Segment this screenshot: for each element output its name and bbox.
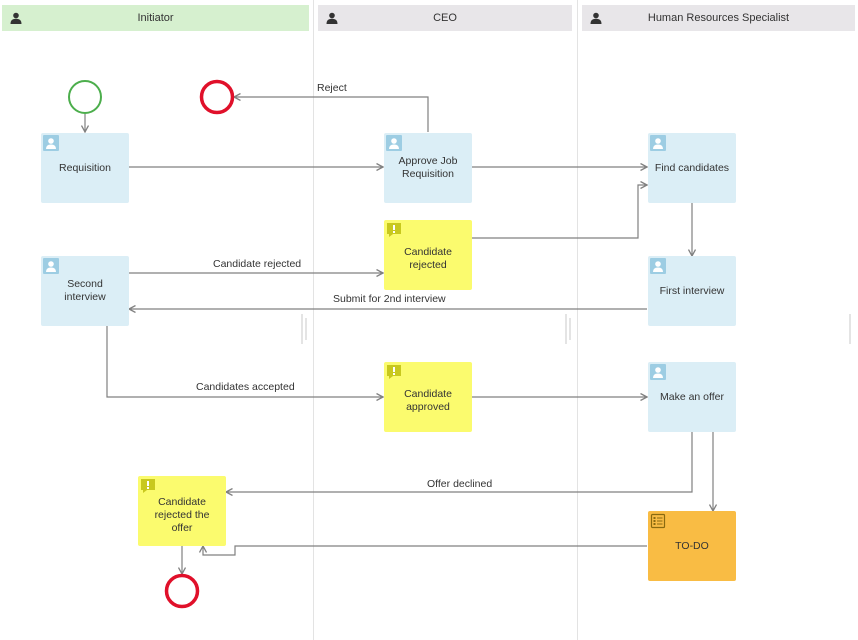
task-first-interview[interactable]: First interview (648, 256, 736, 326)
start-event (68, 80, 102, 114)
task-requisition[interactable]: Requisition (41, 133, 129, 203)
flow-label-reject: Reject (317, 82, 347, 94)
exclamation-icon (141, 479, 155, 493)
flow-rejected-to-find (472, 185, 647, 239)
lane-header-ceo[interactable]: CEO (318, 5, 572, 31)
end-event (164, 573, 200, 609)
task-label: Make an offer (659, 390, 724, 403)
flow-label-submit-2nd-interview: Submit for 2nd interview (333, 293, 446, 305)
task-label: Requisition (59, 161, 111, 174)
note-label: Candidate rejected the offer (154, 495, 210, 534)
exclamation-icon (387, 365, 401, 379)
user-icon (650, 135, 666, 151)
user-icon (650, 258, 666, 274)
task-second-interview[interactable]: Second interview (41, 256, 129, 326)
note-candidate-rejected[interactable]: Candidate rejected (384, 220, 472, 290)
lane-divider (577, 0, 578, 640)
person-icon (10, 12, 22, 24)
lane-header-initiator[interactable]: Initiator (2, 5, 309, 31)
task-label: First interview (659, 284, 725, 297)
note-candidate-approved[interactable]: Candidate approved (384, 362, 472, 432)
flow-label-candidates-accepted: Candidates accepted (196, 381, 295, 393)
user-icon (43, 258, 59, 274)
flow-label-candidate-rejected: Candidate rejected (213, 258, 302, 270)
task-label: Find candidates (654, 161, 730, 174)
flow-todo-to-note (203, 546, 647, 556)
exclamation-icon (387, 223, 401, 237)
user-icon (43, 135, 59, 151)
lane-title: Initiator (137, 12, 174, 24)
end-event (199, 79, 235, 115)
user-icon (386, 135, 402, 151)
task-label: Approve Job Requisition (398, 155, 458, 180)
task-make-an-offer[interactable]: Make an offer (648, 362, 736, 432)
todo-task[interactable]: TO-DO (648, 511, 736, 581)
person-icon (326, 12, 338, 24)
flow-label-offer-declined: Offer declined (427, 478, 493, 490)
flow-reject (234, 97, 429, 132)
lane-title: Human Resources Specialist (647, 12, 790, 24)
task-find-candidates[interactable]: Find candidates (648, 133, 736, 203)
checklist-icon (650, 513, 666, 529)
flow-offer-declined (226, 432, 693, 492)
lane-title: CEO (433, 12, 457, 24)
flow-second-to-approved (106, 326, 383, 397)
lane-header-hr[interactable]: Human Resources Specialist (582, 5, 855, 31)
person-icon (590, 12, 602, 24)
note-label: Candidate approved (404, 388, 452, 413)
task-label: Second interview (64, 278, 106, 303)
task-approve-job-requisition[interactable]: Approve Job Requisition (384, 133, 472, 203)
todo-label: TO-DO (675, 540, 709, 552)
note-candidate-rejected-the-offer[interactable]: Candidate rejected the offer (138, 476, 226, 546)
lane-divider (313, 0, 314, 640)
user-icon (650, 364, 666, 380)
note-label: Candidate rejected (404, 246, 452, 271)
